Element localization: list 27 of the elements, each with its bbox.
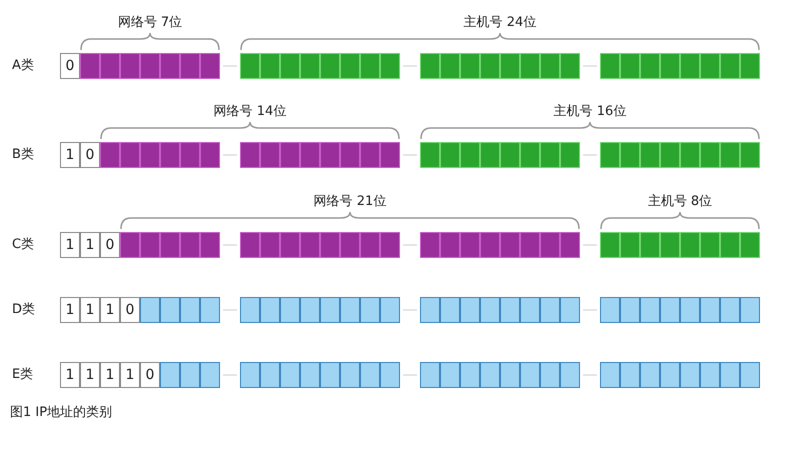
bit-value: 1: [124, 367, 136, 383]
bit-value: 1: [64, 147, 76, 163]
field-label: 主机号 24位: [464, 15, 536, 31]
field-label: 主机号 8位: [648, 194, 712, 210]
field-label: 网络号 21位: [314, 194, 386, 210]
caption: 图1 IP地址的类别: [10, 405, 112, 421]
class-label: B类: [12, 147, 34, 163]
bit-value: 0: [84, 147, 96, 163]
bit-value: 0: [104, 237, 116, 253]
bit-value: 1: [64, 237, 76, 253]
class-label: E类: [12, 367, 34, 383]
bit-value: 1: [84, 237, 96, 253]
bit-value: 1: [104, 367, 116, 383]
bit-value: 0: [144, 367, 156, 383]
class-label: A类: [12, 58, 34, 74]
bit-value: 1: [84, 302, 96, 318]
bit-value: 0: [64, 58, 76, 74]
bit-value: 1: [104, 302, 116, 318]
field-label: 网络号 7位: [118, 15, 182, 31]
bit-value: 1: [64, 302, 76, 318]
bit-value: 1: [64, 367, 76, 383]
class-label: C类: [12, 237, 34, 253]
field-label: 网络号 14位: [214, 104, 286, 120]
field-label: 主机号 16位: [554, 104, 626, 120]
class-label: D类: [12, 302, 36, 318]
bit-value: 1: [84, 367, 96, 383]
bit-value: 0: [124, 302, 136, 318]
